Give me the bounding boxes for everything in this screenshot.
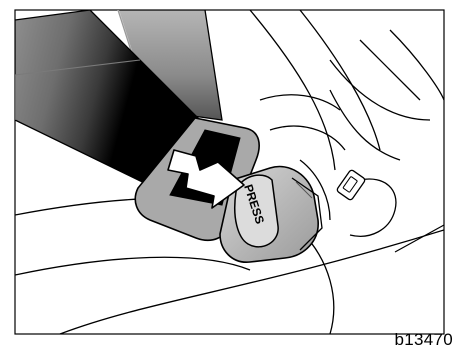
figure-id: b13470 [394, 331, 453, 348]
